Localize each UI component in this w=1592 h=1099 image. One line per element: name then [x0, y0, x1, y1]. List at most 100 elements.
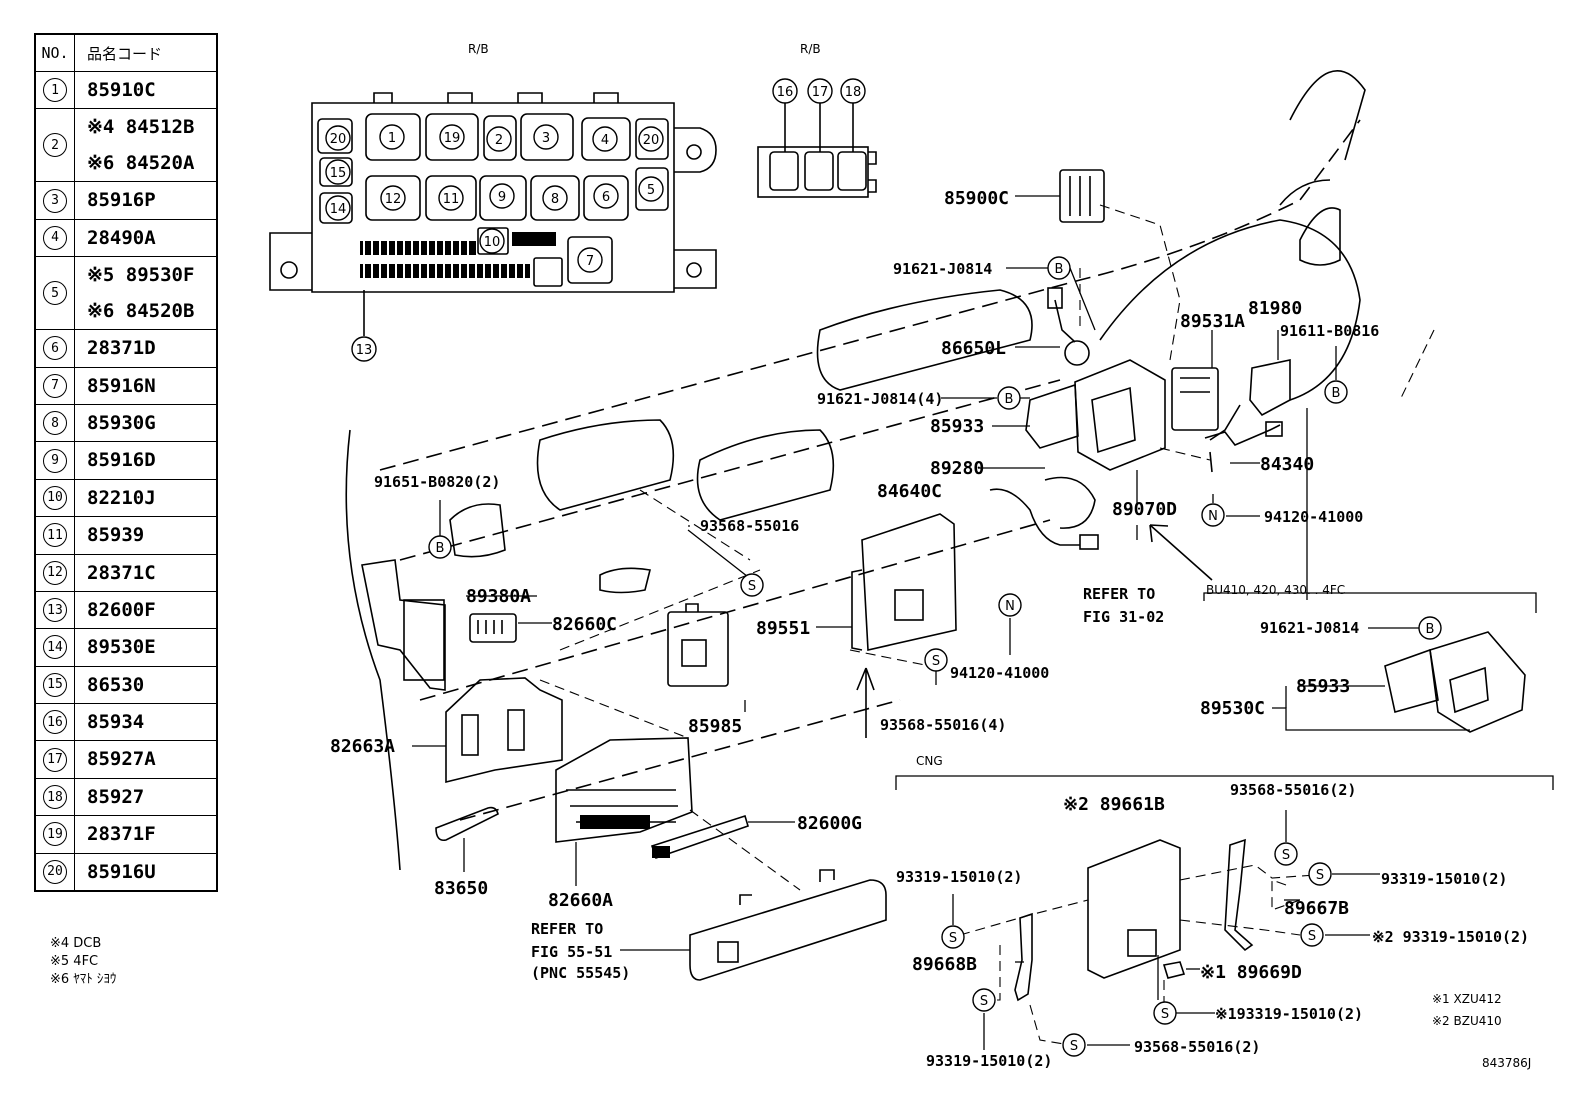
label-81980: 81980: [1248, 298, 1302, 319]
svg-text:6: 6: [602, 190, 610, 205]
row-number-cell: 3: [36, 182, 75, 219]
circled-number: 12: [43, 560, 67, 585]
label-82600G: 82600G: [797, 813, 862, 834]
footnote: ※5 4FC: [50, 954, 99, 969]
marker-n: N: [998, 593, 1022, 617]
component-86650L: [1047, 287, 1090, 366]
svg-text:N: N: [1005, 599, 1015, 614]
cng-label: CNG: [916, 754, 943, 768]
row-number-cell: 11: [36, 517, 75, 554]
part-code: 85910C: [87, 79, 156, 101]
callout-8: 8: [542, 185, 568, 211]
part-code: 89530E: [87, 636, 156, 659]
circled-number: 14: [43, 635, 67, 660]
svg-text:2: 2: [495, 133, 503, 148]
part-code-cell: 85934: [75, 704, 216, 740]
rb-left-title: R/B: [468, 42, 489, 56]
svg-text:S: S: [1308, 929, 1316, 944]
part-code: ※4 84512B: [87, 116, 195, 139]
row-number-cell: 12: [36, 554, 75, 591]
marker-s: S: [1274, 842, 1298, 866]
svg-text:19: 19: [444, 131, 461, 146]
header-code: 品名コード: [87, 44, 163, 63]
part-code-cell: 85910C: [75, 72, 216, 108]
callout-7: 7: [577, 247, 603, 273]
refer-fig-55-51-line3: (PNC 55545): [531, 964, 630, 982]
part-code: ※6 84520A: [87, 152, 195, 175]
row-number-cell: 5: [36, 257, 75, 330]
row-number-cell: 8: [36, 404, 75, 442]
label-89070D: 89070D: [1112, 499, 1177, 520]
svg-text:B: B: [1426, 622, 1435, 637]
refer-fig-31-02-line2: FIG 31-02: [1083, 608, 1164, 626]
part-code-cell: 28371C: [75, 555, 216, 591]
row-number-cell: 17: [36, 741, 75, 778]
row-number-cell: 18: [36, 778, 75, 816]
row-number-cell: 13: [36, 591, 75, 629]
part-code-cell: 85916P: [75, 182, 216, 218]
relay-block-left: [269, 92, 717, 336]
svg-text:10: 10: [484, 235, 501, 250]
component-55545-panel: [689, 869, 887, 981]
part-code-cell: 28371F: [75, 816, 216, 852]
callout-10: 10: [479, 228, 505, 254]
part-code: 85927: [87, 785, 145, 808]
figure-number: 843786J: [1482, 1056, 1531, 1070]
marker-s: S: [1062, 1033, 1086, 1057]
label-89669D: ※1 89669D: [1200, 962, 1302, 983]
label-85933: 85933: [930, 416, 984, 437]
table-row: 14 89530E: [36, 628, 216, 666]
dashboard-outline: [345, 70, 1366, 871]
part-code: 28371D: [87, 337, 156, 360]
circled-number: 9: [43, 448, 67, 473]
circled-number: 8: [43, 411, 67, 436]
marker-n: N: [1201, 503, 1225, 527]
marker-b: B: [428, 535, 452, 559]
marker-s: S: [740, 573, 764, 597]
refer-fig-55-51-line1: REFER TO: [531, 920, 603, 938]
row-number-cell: 4: [36, 219, 75, 257]
component-83650: [435, 806, 499, 842]
svg-text:15: 15: [330, 166, 347, 181]
callout-6: 6: [593, 183, 619, 209]
label-86650L: 86650L: [941, 338, 1006, 359]
part-code-cell: 85916U: [75, 854, 216, 890]
row-number-cell: 7: [36, 367, 75, 404]
callout-14: 14: [325, 195, 351, 221]
svg-text:7: 7: [586, 254, 594, 269]
component-89661B: [1087, 839, 1181, 979]
component-89669D: [1162, 961, 1186, 979]
circled-number: 6: [43, 336, 67, 361]
label-89551: 89551: [756, 618, 810, 639]
svg-text:S: S: [1070, 1039, 1078, 1054]
part-code-cell: 85927A: [75, 741, 216, 777]
svg-text:17: 17: [812, 85, 829, 100]
table-row: 18 85927: [36, 777, 216, 816]
part-code-cell: ※4 84512B ※6 84520A: [75, 109, 216, 181]
part-code-cell: 85927: [75, 779, 216, 815]
marker-b: B: [1047, 256, 1071, 280]
callout-13: 13: [351, 336, 377, 362]
circled-number: 13: [43, 598, 67, 623]
arrows: [856, 524, 1213, 738]
label-cng-93319-15010-l: 93319-15010(2): [896, 868, 1022, 886]
svg-text:1: 1: [388, 131, 396, 146]
row-number-cell: 20: [36, 853, 75, 891]
table-row: 2※4 84512B※6 84520A: [36, 108, 216, 182]
part-code: 85930G: [87, 411, 156, 434]
component-82660A: [555, 737, 693, 843]
part-code-cell: ※5 89530F※6 84520B: [75, 257, 216, 329]
cng-note-2: ※2 BZU410: [1432, 1014, 1502, 1028]
table-row: 12 28371C: [36, 553, 216, 591]
table-header-row: NO. 品名コード: [36, 35, 216, 71]
label-cng-93319-15010-b: 93319-15010(2): [926, 1052, 1052, 1070]
svg-text:9: 9: [498, 190, 506, 205]
part-code-cell: 85930G: [75, 405, 216, 441]
svg-text:4: 4: [601, 133, 609, 148]
refer-fig-55-51-line2: FIG 55-51: [531, 943, 612, 961]
part-code-cell: 82600F: [75, 592, 216, 628]
part-code-cell: 28371D: [75, 330, 216, 366]
